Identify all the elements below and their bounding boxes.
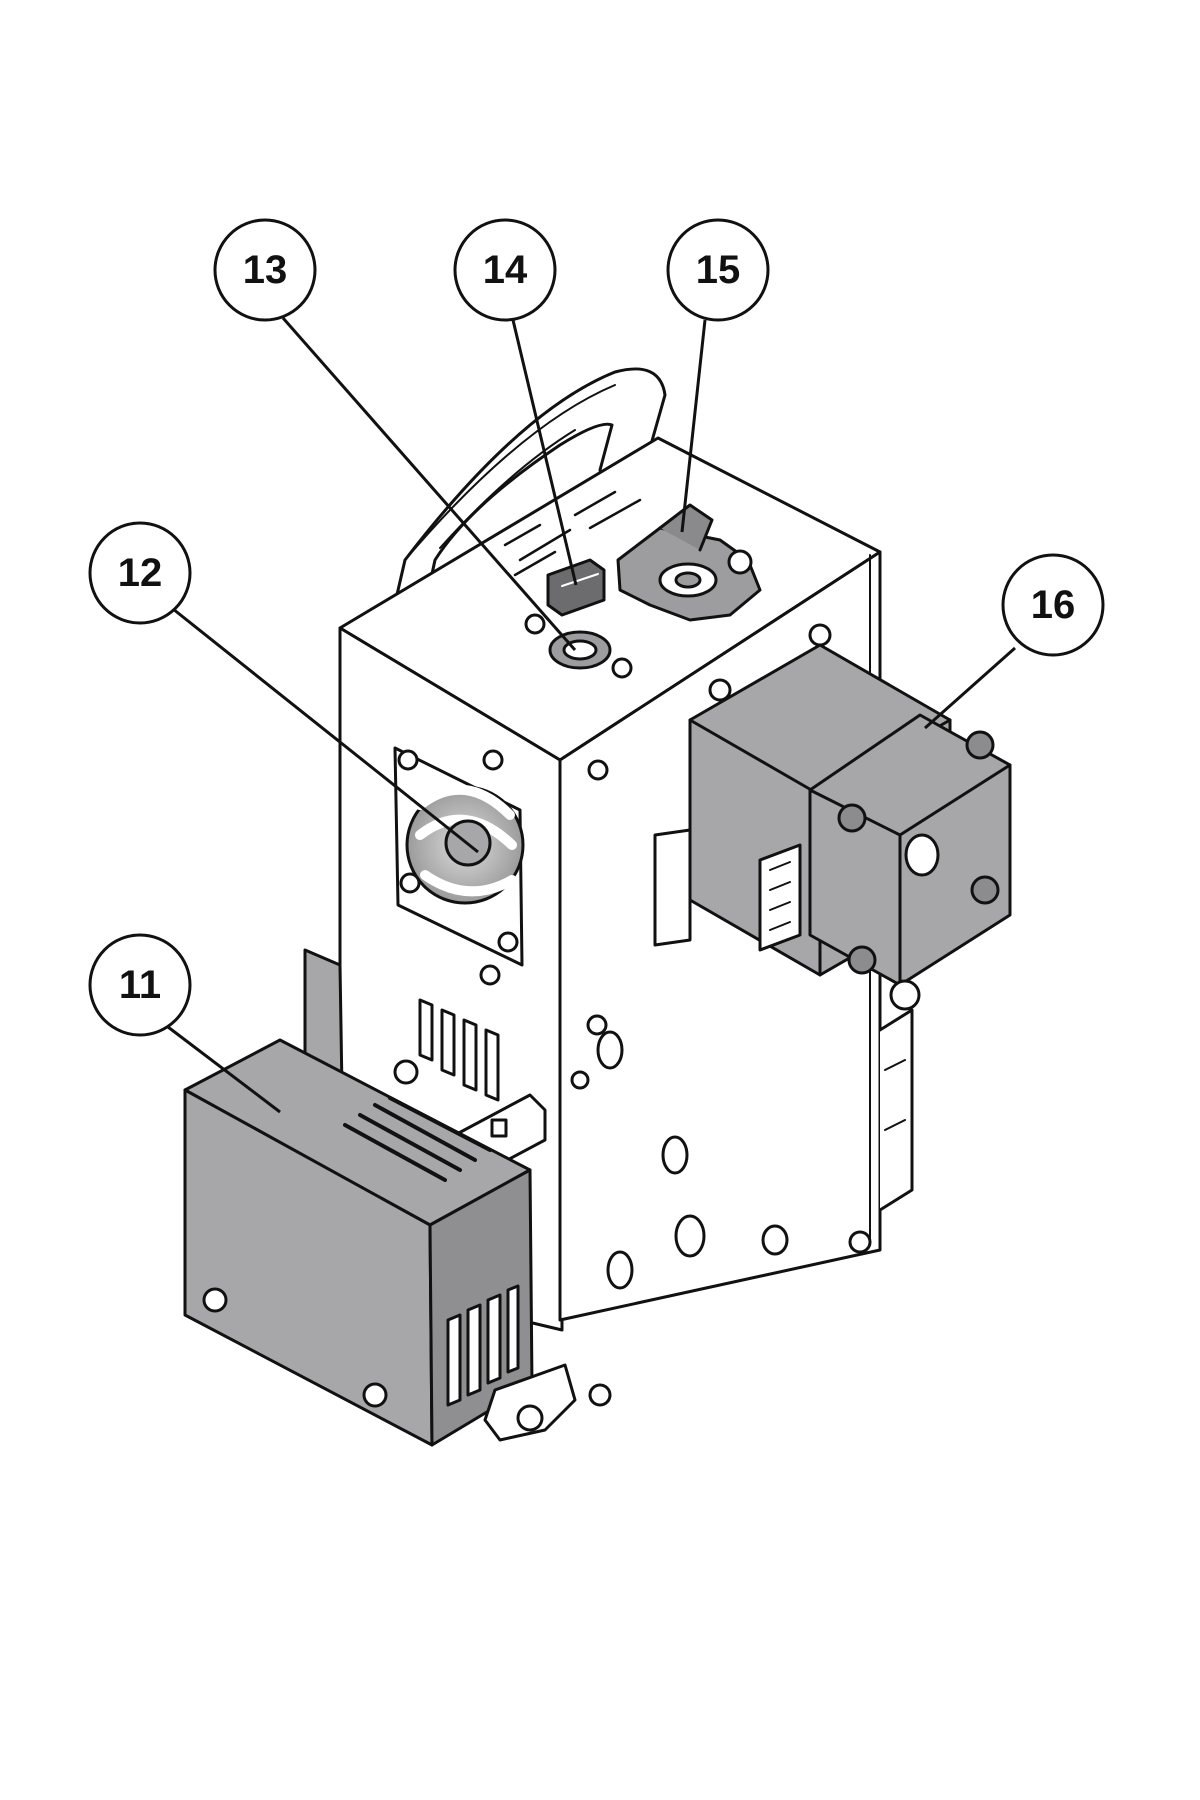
callout-15: 15 <box>666 218 770 322</box>
callout-13: 13 <box>213 218 317 322</box>
callout-16-label: 16 <box>1031 583 1076 627</box>
side-vents <box>393 998 500 1102</box>
leader-line-14 <box>511 319 578 586</box>
callout-12: 12 <box>88 521 192 625</box>
callout-16: 16 <box>1001 553 1105 657</box>
electronics-cover <box>183 948 534 1447</box>
hotend-fan <box>393 746 525 986</box>
stepper-motor <box>653 643 1012 1011</box>
callout-11-label: 11 <box>119 963 161 1007</box>
callout-12-label: 12 <box>118 551 163 595</box>
filament-guide <box>616 503 762 622</box>
leader-line-11 <box>167 1025 281 1114</box>
top-connector <box>546 558 606 617</box>
callout-14-label: 14 <box>483 248 528 292</box>
bottom-foot <box>483 1363 577 1442</box>
leader-lines <box>167 317 1016 1114</box>
callout-13-label: 13 <box>243 248 288 292</box>
leader-line-15 <box>680 319 707 533</box>
callout-11: 11 <box>88 933 192 1037</box>
leader-line-12 <box>167 603 479 854</box>
callout-group: 11 12 13 14 15 16 <box>88 218 1105 1037</box>
leader-line-13 <box>281 317 577 651</box>
callout-14: 14 <box>453 218 557 322</box>
leader-line-16 <box>924 646 1016 730</box>
callout-15-label: 15 <box>696 248 741 292</box>
filament-inlet <box>524 613 633 679</box>
